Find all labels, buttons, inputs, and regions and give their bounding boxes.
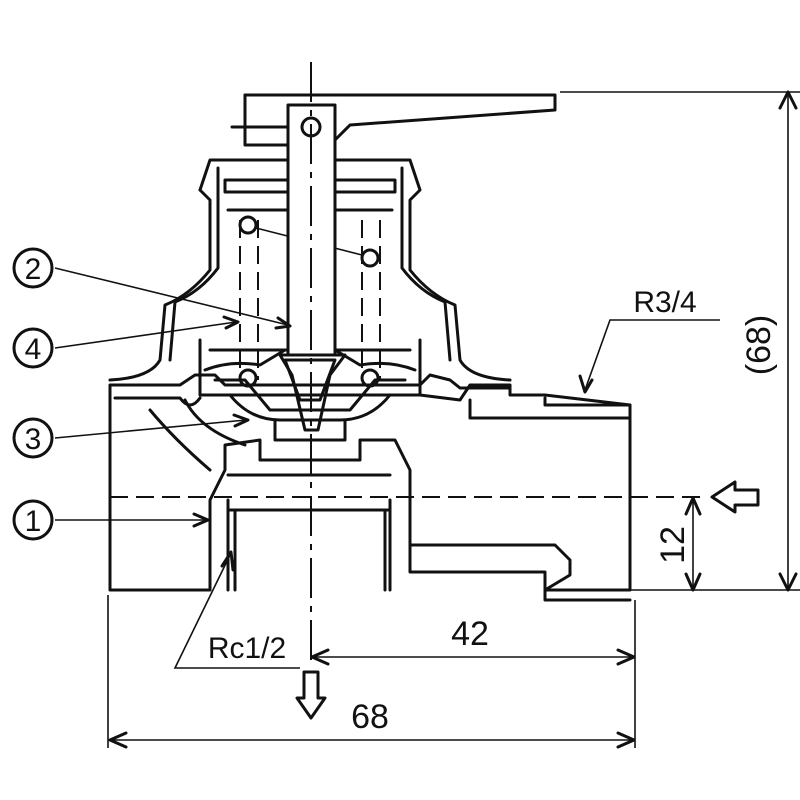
callout-number: 2: [25, 253, 42, 286]
outlet-thread-label: R3/4: [633, 286, 696, 319]
flow-arrows: [295, 480, 760, 720]
callout-circle: [12, 499, 54, 541]
inlet-flow-arrow: [710, 480, 760, 514]
outlet-flow-arrow: [295, 670, 327, 720]
callout-4: 4: [12, 327, 54, 369]
callout-1: 1: [12, 499, 54, 541]
leader-lines: [54, 267, 720, 669]
callout-circle: [12, 327, 54, 369]
inlet-thread-label: Rc1/2: [208, 632, 286, 665]
callout-number: 3: [25, 423, 42, 456]
overall-height-dimension: (68): [740, 315, 778, 375]
callout-2: 2: [12, 247, 54, 289]
dimension-lines: [107, 90, 800, 749]
callout-circle: [12, 417, 54, 459]
callout-number: 4: [25, 333, 42, 366]
center-height-dimension: 12: [654, 526, 692, 564]
stem-and-handle: [230, 93, 557, 432]
valve-body: [108, 373, 632, 602]
center-to-outlet-dimension: 42: [451, 615, 489, 653]
callout-3: 3: [12, 417, 54, 459]
callout-circle: [12, 247, 54, 289]
centerlines: [110, 62, 700, 665]
overall-width-dimension: 68: [351, 698, 389, 736]
callout-number: 1: [25, 505, 42, 538]
